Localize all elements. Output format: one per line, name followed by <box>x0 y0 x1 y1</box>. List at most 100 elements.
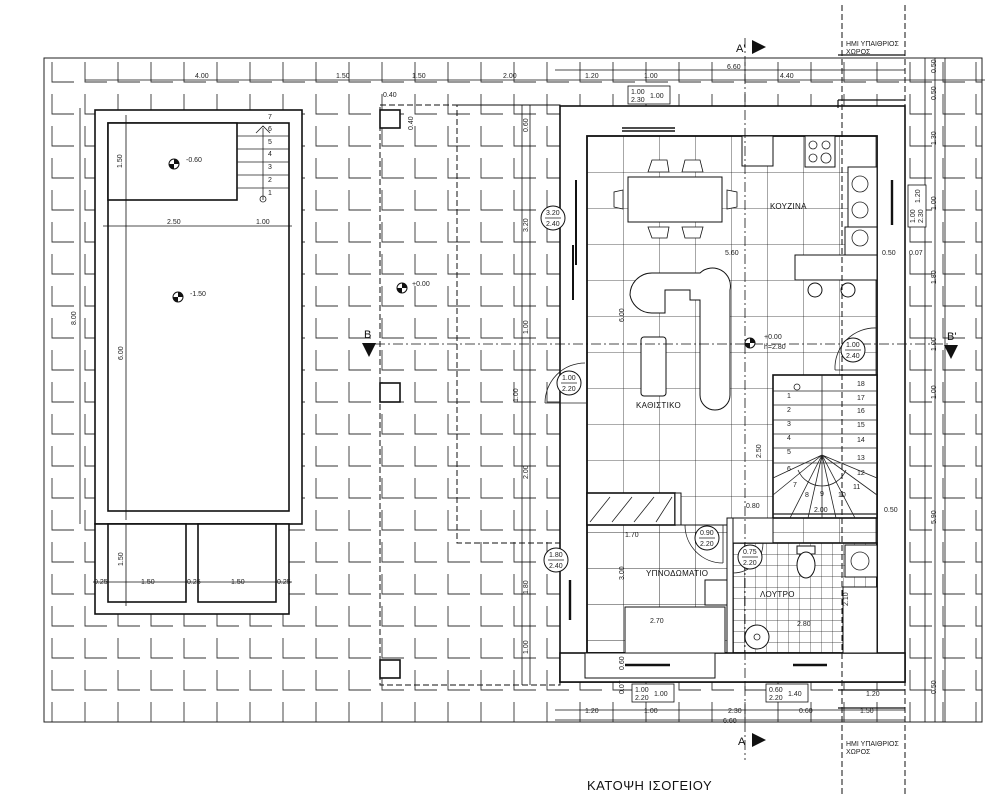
dimension-right: 0.50 <box>931 59 938 73</box>
dimension-top: 6.60 <box>727 64 741 71</box>
coffee-table <box>640 336 667 397</box>
room-label-bathroom: ΛΟΥΤΡΟ <box>760 590 795 599</box>
dimension-pool: 1.50 <box>141 579 155 586</box>
semi-outdoor-label: ΗΜΙ ΥΠΑΙΘΡΙΟΣ <box>846 41 899 48</box>
window <box>572 180 577 300</box>
stair-step-number: 14 <box>857 437 865 444</box>
dimension-interior: 6.00 <box>619 308 626 322</box>
window-width: 0.60 <box>769 687 783 694</box>
dimension-pool: 0.25 <box>94 579 108 586</box>
column <box>379 659 401 679</box>
dimension-bottom: 1.20 <box>866 691 880 698</box>
dimension-top: 4.40 <box>780 73 794 80</box>
opening-tag <box>543 547 569 573</box>
room-label-living: ΚΑΘΙΣΤΙΚΟ <box>636 401 681 410</box>
dimension-pergola: 2.00 <box>523 465 530 479</box>
stair-step-number: 4 <box>787 435 791 442</box>
dimension-right: 5.90 <box>931 510 938 524</box>
column <box>379 109 401 129</box>
section-label-a-top: A' <box>736 43 745 55</box>
fridge <box>741 135 774 167</box>
bed <box>624 606 726 654</box>
dimension-pool: 8.00 <box>71 311 78 325</box>
dimension-top: 1.50 <box>412 73 426 80</box>
dimension-pergola: 1.00 <box>513 388 520 402</box>
stair-step-number: 7 <box>793 482 797 489</box>
stair-step-number: 1 <box>787 393 791 400</box>
dimension-pergola: 0.60 <box>523 118 530 132</box>
dimension-interior: 0.80 <box>746 503 760 510</box>
opening-height: 2.20 <box>562 386 576 393</box>
dimension-bottom: 0.60 <box>799 708 813 715</box>
dimension-right: 0.50 <box>931 680 938 694</box>
dimension-pool: 1.50 <box>231 579 245 586</box>
dimension-bottom: 2.30 <box>728 708 742 715</box>
window-width: 1.00 <box>631 89 645 96</box>
dimension-pool: 1.50 <box>117 154 124 168</box>
dimension-top: 4.00 <box>195 73 209 80</box>
sofa <box>629 267 731 411</box>
room-label-bedroom: ΥΠΝΟΔΩΜΑΤΙΟ <box>646 569 708 578</box>
opening-tag <box>840 337 866 363</box>
stair-step-number: 5 <box>787 449 791 456</box>
dimension-interior: 1.70 <box>625 532 639 539</box>
stair-step-number: 9 <box>820 491 824 498</box>
dimension-top: 0.40 <box>408 116 415 130</box>
pool-compartment <box>197 523 277 603</box>
dimension-right: 1.30 <box>931 131 938 145</box>
stair-step-number: 16 <box>857 408 865 415</box>
stove <box>804 135 836 168</box>
opening-width: 0.75 <box>743 549 757 556</box>
dimension-top: 1.00 <box>644 73 658 80</box>
stair-step-number: 18 <box>857 381 865 388</box>
dimension-top: 1.20 <box>585 73 599 80</box>
pool-step-number: 6 <box>268 126 272 133</box>
opening-height: 2.40 <box>549 563 563 570</box>
opening-height: 2.20 <box>743 560 757 567</box>
section-arrow-a-top <box>752 40 766 54</box>
dimension-top: 2.00 <box>503 73 517 80</box>
stair-step-number: 13 <box>857 455 865 462</box>
opening-width: 0.90 <box>700 530 714 537</box>
entrance-door <box>544 362 587 404</box>
stair-step-number: 12 <box>857 470 865 477</box>
window-tag <box>907 184 927 228</box>
section-arrow-b-right <box>944 345 958 359</box>
pool-step-number: 3 <box>268 164 272 171</box>
house <box>544 105 906 683</box>
dimension-interior: 2.50 <box>756 444 763 458</box>
window-height: 2.30 <box>631 97 645 104</box>
bar-stool <box>840 282 856 298</box>
window-sill: 1.00 <box>654 691 668 698</box>
section-label-b-right: B' <box>947 331 956 343</box>
level-markers <box>168 158 756 349</box>
window-height: 2.20 <box>769 695 783 702</box>
dimension-interior: 0.07 <box>619 680 626 694</box>
dining-table <box>627 176 723 223</box>
dining-chairs <box>613 159 738 239</box>
semi-outdoor-boundary <box>841 5 906 796</box>
dimension-right: 1.00 <box>931 337 938 351</box>
opening-height: 2.20 <box>700 541 714 548</box>
stair-step-number: 11 <box>853 484 860 491</box>
nightstand <box>704 579 728 606</box>
section-label-a-bottom: A <box>738 736 746 748</box>
level-label: -0.60 <box>186 157 202 164</box>
window <box>622 127 675 132</box>
washbasin <box>744 624 770 650</box>
pool <box>79 108 303 615</box>
section-arrow-a-bottom <box>752 733 766 747</box>
stair-step-number: 15 <box>857 422 865 429</box>
window-height: 2.20 <box>635 695 649 702</box>
window-tag <box>631 683 675 703</box>
level-label: +0.00 <box>412 281 430 288</box>
room-label-kitchen: ΚΟΥΖΙΝΑ <box>770 202 807 211</box>
opening-tag <box>694 525 720 551</box>
opening-tags <box>540 85 927 703</box>
dimension-top: 0.40 <box>383 92 397 99</box>
level-label: h=2.80 <box>764 344 786 351</box>
semi-outdoor-label: ΧΩΡΟΣ <box>846 49 871 56</box>
window-sill: 1.00 <box>650 93 664 100</box>
dimension-pool: 0.25 <box>277 579 291 586</box>
